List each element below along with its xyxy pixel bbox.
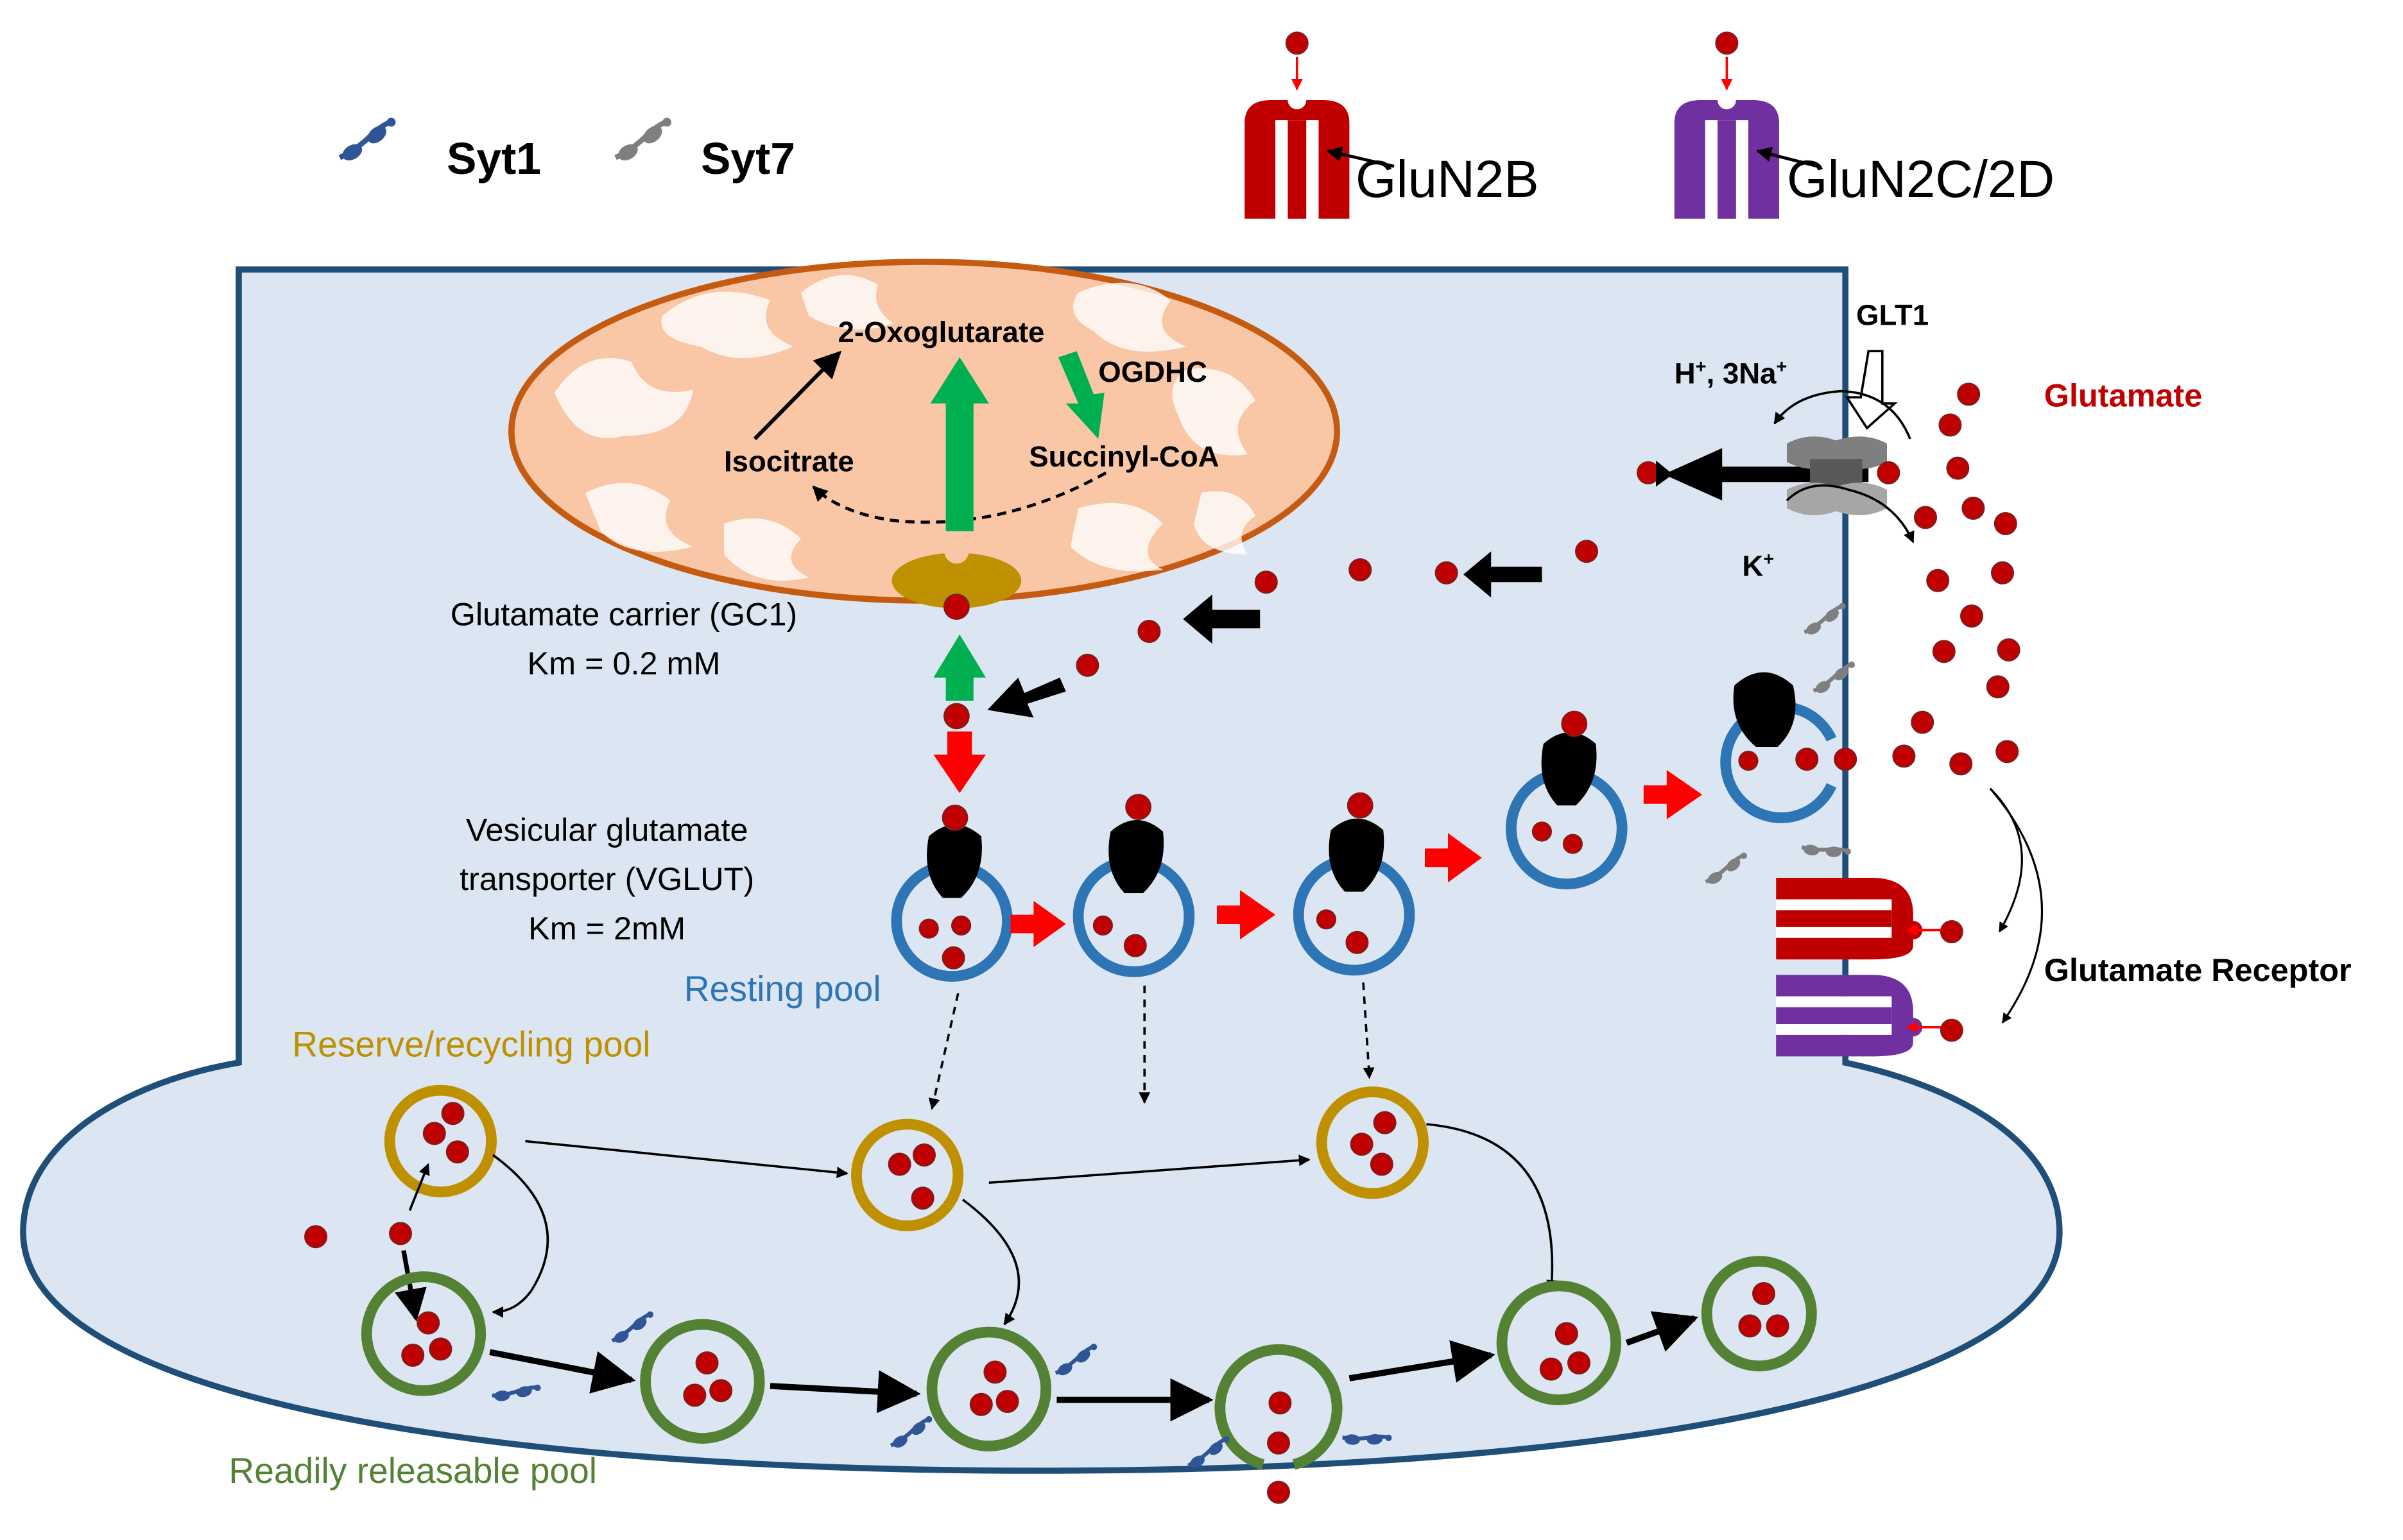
proton-charge: +: [1696, 357, 1707, 377]
black-arrow: [1463, 551, 1542, 598]
rrp-docking-arrow: [770, 1370, 921, 1414]
proton-sodium-label: H+, 3Na+: [1675, 357, 1787, 390]
syt7-legend-icon: [615, 118, 671, 164]
potassium-charge: +: [1763, 549, 1774, 570]
potassium-arrow: [1786, 484, 1915, 543]
rrp-vesicle: [361, 1271, 487, 1396]
glutamate-receptor-label: Glutamate Receptor: [2044, 952, 2352, 988]
syt7-legend-label: Syt7: [701, 133, 795, 184]
syt1-legend-label: Syt1: [447, 133, 541, 184]
rrp-vesicle: [640, 1319, 765, 1444]
glutamate-molecule: [389, 1222, 412, 1245]
glutamate-molecule: [943, 703, 970, 730]
vglut-label-line3: Km = 2mM: [528, 910, 685, 946]
red-arrow: [1010, 901, 1066, 947]
rrp-vesicle: [1701, 1256, 1817, 1372]
gc1-label-line1: Glutamate carrier (GC1): [451, 595, 797, 632]
potassium-symbol: K: [1742, 550, 1763, 583]
resting-pool-label: Resting pool: [684, 969, 881, 1009]
glun2b-legend-label: GluN2B: [1356, 150, 1539, 209]
glun2cd-legend-label: GluN2C/2D: [1787, 150, 2054, 209]
reserve-transfer-arrow: [525, 1140, 848, 1179]
ogdhc-arrow: [1058, 351, 1105, 439]
green-arrow-to-oxoglutarate: [930, 357, 989, 531]
reserve-to-rrp-arrow: [961, 1199, 1021, 1326]
rrp-docking-arrow: [1348, 1340, 1495, 1383]
refill-arrow: [395, 1250, 427, 1322]
glt1-label: GLT1: [1856, 298, 1929, 331]
potassium-label: K+: [1742, 549, 1774, 583]
reserve-to-rrp-arrow: [492, 1154, 549, 1318]
succinyl-coa-label: Succinyl-CoA: [1029, 440, 1219, 473]
resting-vesicle: [1505, 710, 1628, 889]
tca-cycle-arrow: [812, 471, 1107, 524]
sodium-charge: +: [1777, 357, 1787, 377]
oxoglutarate-label: 2-Oxoglutarate: [838, 316, 1045, 348]
resting-vesicle: [1293, 792, 1415, 976]
black-arrow: [987, 678, 1066, 718]
mitochondrion: 2-Oxoglutarate OGDHC Isocitrate Succinyl…: [508, 259, 1340, 604]
glutamate-carrier-gc1: [891, 539, 1022, 620]
vglut-label-line1: Vesicular glutamate: [466, 811, 748, 848]
presynaptic-terminal: [20, 266, 2063, 1474]
resting-to-reserve-arrow: [1362, 982, 1375, 1079]
glun2b-receptor: [1776, 878, 1941, 960]
red-arrow: [1217, 890, 1276, 939]
rrp-docking-arrow: [1625, 1311, 1699, 1352]
proton-symbol: H: [1675, 357, 1696, 390]
isocitrate-arrow: [753, 350, 841, 441]
isocitrate-label: Isocitrate: [724, 445, 854, 477]
black-arrow: [1183, 594, 1261, 644]
refill-arrow: [408, 1163, 430, 1211]
reserve-vesicle: [851, 1118, 964, 1231]
reserve-transfer-arrow: [988, 1154, 1311, 1184]
sodium-symbol: , 3Na: [1707, 357, 1777, 390]
green-arrow-into-carrier: [933, 634, 986, 701]
resting-vesicle-fusing: [1720, 672, 1857, 823]
resting-to-reserve-arrow: [928, 993, 960, 1110]
rrp-vesicle: [926, 1326, 1051, 1451]
reserve-pool-label: Reserve/recycling pool: [292, 1024, 650, 1064]
cytosolic-glutamate: [1076, 461, 1660, 677]
vglut-label-line2: transporter (VGLUT): [460, 860, 754, 897]
glt1-uptake-arrow: [1664, 448, 1869, 501]
glutamate-molecule: [304, 1225, 327, 1249]
glun2cd-receptor: [1776, 975, 1941, 1057]
syt1-legend-icon: [340, 118, 395, 164]
resting-vesicle: [1072, 794, 1195, 977]
reserve-vesicle: [384, 1084, 497, 1197]
glutamate-label: Glutamate: [2044, 377, 2202, 414]
rrp-vesicle: [1496, 1280, 1621, 1405]
synaptic-glutamate: [1877, 382, 2020, 1042]
gc1-label-line2: Km = 0.2 mM: [527, 645, 720, 681]
red-arrow: [1425, 833, 1482, 883]
red-arrow-to-vglut: [933, 732, 986, 793]
ogdhc-label: OGDHC: [1098, 355, 1207, 388]
cotransport-arrow: [1773, 389, 1911, 440]
glun2cd-legend-icon: [1674, 31, 1818, 219]
resting-vesicle: [891, 804, 1013, 982]
glt1-transporter: [1787, 350, 1898, 515]
reserve-to-rrp-arrow: [1426, 1123, 1558, 1292]
glun2b-legend-icon: [1245, 31, 1395, 219]
red-arrow: [1643, 770, 1702, 819]
glutamate-diffusion-arrow: [1989, 787, 2044, 1023]
rrp-docking-arrow: [489, 1349, 636, 1394]
legend: Syt1 Syt7 GluN2B GluN2C/2D: [340, 31, 2054, 219]
rrp-vesicle-fusing: [1214, 1344, 1343, 1504]
reserve-vesicle: [1316, 1086, 1429, 1199]
readily-releasable-pool-label: Readily releasable pool: [228, 1451, 597, 1491]
